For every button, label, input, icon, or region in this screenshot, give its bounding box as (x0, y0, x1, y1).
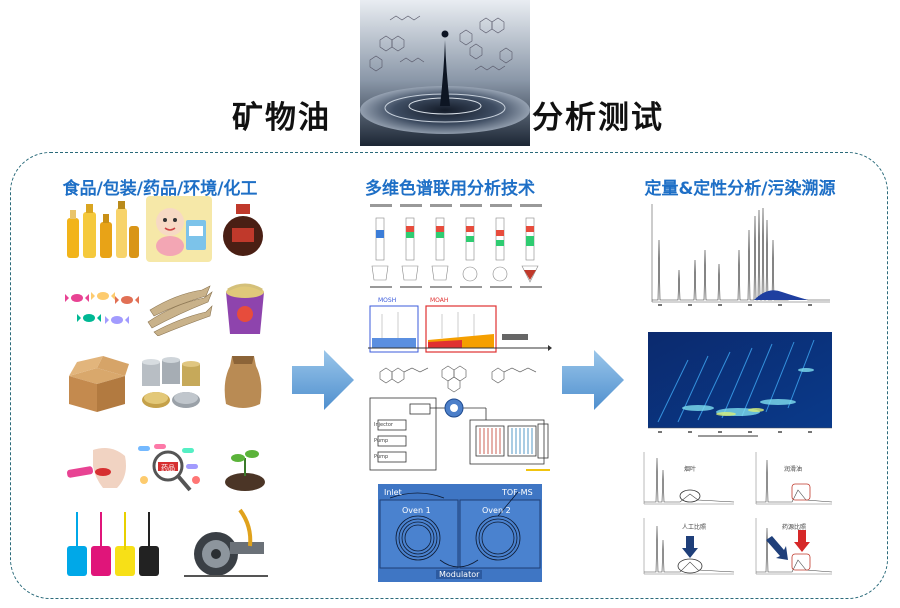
left-title: 矿物油 (232, 100, 331, 136)
candy-icon (63, 286, 141, 332)
fish-icon (144, 284, 214, 336)
gc-chromatogram (638, 200, 834, 312)
mini-chromatogram-2 (752, 450, 834, 508)
lipstick-icon (63, 442, 131, 492)
baby-milk-icon (146, 196, 212, 262)
arrow-right-icon (562, 350, 624, 410)
injector-label: Injector (374, 422, 393, 428)
mini-chromatogram-3 (640, 516, 736, 578)
content-frame (10, 152, 888, 599)
ink-bottles-icon (63, 510, 167, 580)
gcxgc-oven-diagram: Inlet TOF-MS Oven 1 Oven 2 Modulator (378, 484, 542, 582)
paper-bag-icon (218, 352, 268, 412)
lc-fractionation-chart (362, 294, 552, 356)
pump-label-1: Pump (374, 438, 389, 444)
gcxgc-contour-plot (638, 330, 834, 440)
modulator-label: Modulator (436, 570, 483, 579)
medicine-pills-icon: 药品 (134, 440, 206, 494)
oven1-label: Oven 1 (402, 506, 431, 515)
food-oils-icon (63, 198, 141, 260)
middle-heading: 多维色谱联用分析技术 (365, 179, 535, 199)
machine-oil-icon (180, 506, 272, 584)
mini-chromatogram-4 (752, 516, 834, 578)
mini-label-1: 烟叶 (684, 466, 697, 473)
cardboard-box-icon (63, 352, 131, 414)
oil-droplet-image (360, 0, 530, 146)
right-title: 分析测试 (532, 100, 664, 136)
instant-noodle-icon (220, 280, 270, 338)
lc-gc-instrument-schematic (366, 394, 552, 474)
soil-plant-icon (220, 442, 270, 492)
spe-columns-schematic (362, 200, 552, 292)
mini-chromatogram-1 (640, 450, 736, 508)
wine-jar-icon (218, 202, 268, 258)
left-heading: 食品/包装/药品/环境/化工 (62, 179, 258, 199)
mini-label-3: 人工比照 (682, 524, 707, 531)
tof-ms-label: TOF-MS (502, 488, 533, 497)
tin-cans-icon (136, 356, 210, 412)
inlet-label: Inlet (384, 488, 402, 497)
right-heading: 定量&定性分析/污染溯源 (644, 179, 836, 199)
mini-label-4: 药源比照 (782, 524, 807, 531)
molecule-structures (372, 358, 542, 394)
pump-label-2: Pump (374, 454, 389, 460)
oven2-label: Oven 2 (482, 506, 511, 515)
mosh-label: MOSH (378, 297, 397, 304)
mini-label-2: 润滑油 (784, 466, 803, 473)
moah-label: MOAH (430, 297, 449, 304)
svg-text:药品: 药品 (161, 463, 175, 472)
arrow-right-icon (292, 350, 354, 410)
